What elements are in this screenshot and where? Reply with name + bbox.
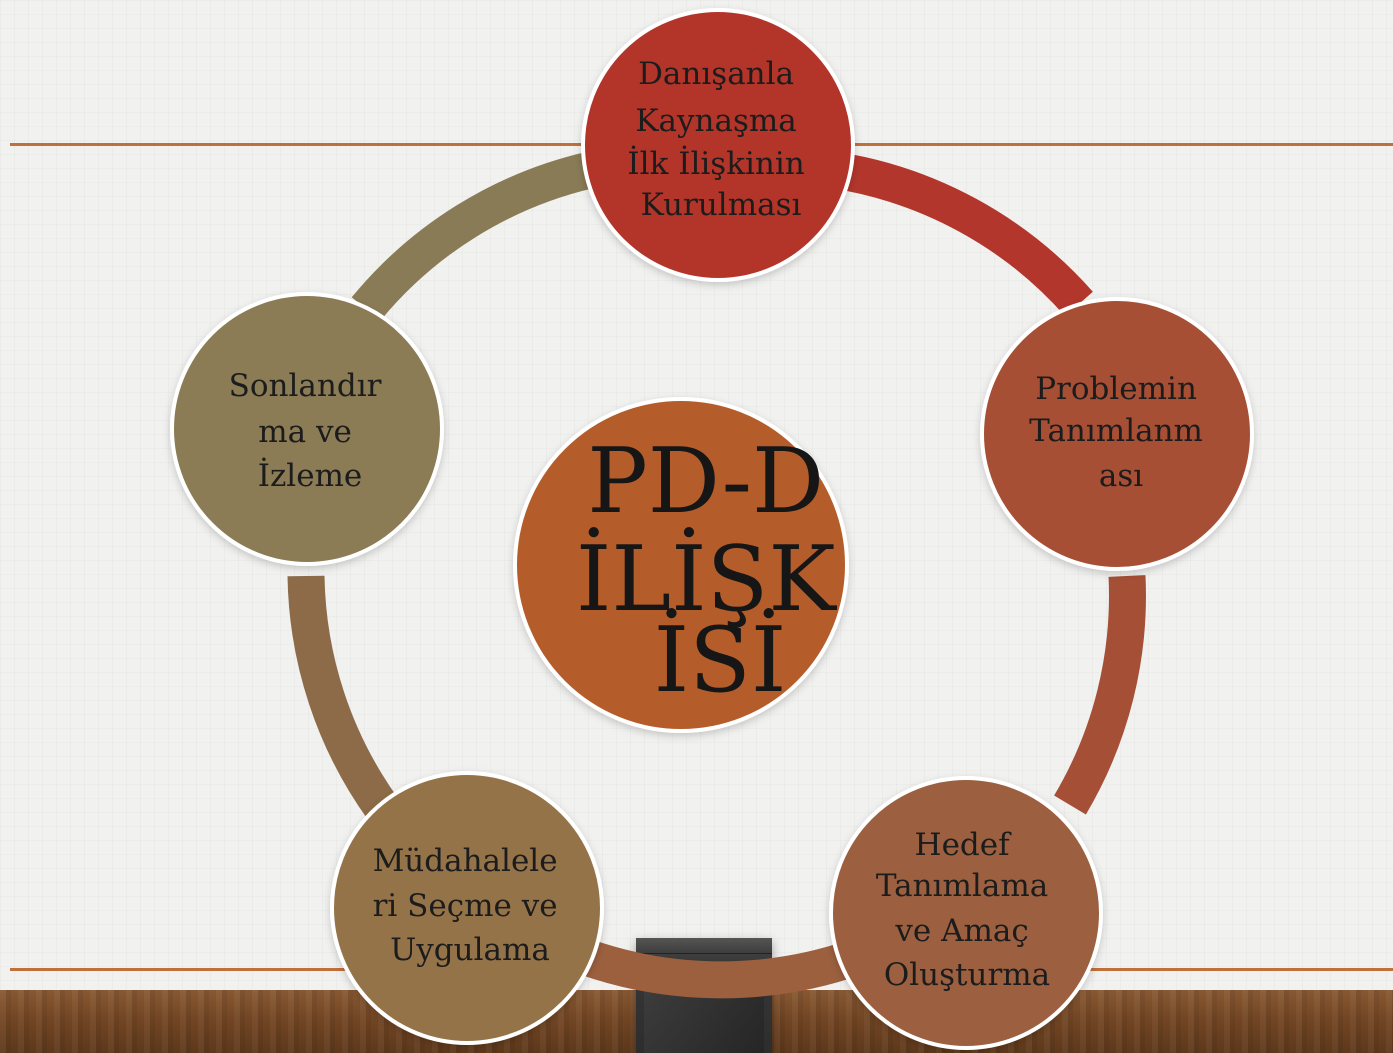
- node-right-line-3: ası: [1099, 458, 1143, 494]
- center-circle: [513, 397, 849, 733]
- node-left-circle: [170, 292, 444, 566]
- node-left-line-2: ma ve: [258, 414, 352, 450]
- node-bottom-right-line-3: ve Amaç: [894, 913, 1028, 949]
- node-left-label: Sonlandır ma ve İzleme: [229, 368, 392, 494]
- node-left-line-1: Sonlandır: [229, 368, 382, 404]
- node-top-label: Danışanla Kaynaşma İlk İlişkinin Kurulma…: [627, 56, 814, 223]
- node-right-label: Problemin Tanımlanm ası: [1029, 371, 1213, 494]
- center-node: PD-D İLİŞK İSİ: [513, 397, 864, 733]
- node-top-line-1: Danışanla: [638, 56, 794, 92]
- node-bottom-right: Hedef Tanımlama ve Amaç Oluşturma: [829, 776, 1103, 1050]
- center-line-1: PD-D: [587, 429, 824, 534]
- node-top-line-2: Kaynaşma: [635, 103, 796, 139]
- center-line-3: İSİ: [654, 608, 787, 713]
- node-top-circle: [581, 8, 855, 282]
- node-right: Problemin Tanımlanm ası: [980, 297, 1254, 571]
- node-bottom-right-line-4: Oluşturma: [884, 957, 1050, 993]
- node-left-line-3: İzleme: [258, 456, 363, 494]
- node-top: Danışanla Kaynaşma İlk İlişkinin Kurulma…: [581, 8, 855, 282]
- node-bottom-right-line-2: Tanımlama: [876, 868, 1048, 904]
- node-left: Sonlandır ma ve İzleme: [170, 292, 444, 566]
- ring-segment-bottom-left-to-left: [287, 575, 399, 820]
- node-right-line-1: Problemin: [1035, 371, 1197, 407]
- node-bottom-left-circle: [330, 771, 604, 1045]
- node-right-line-2: Tanımlanm: [1029, 413, 1203, 449]
- ring-segment-bottom-right-to-bottom-left: [579, 939, 863, 999]
- ring-segment-top-to-right: [831, 151, 1093, 317]
- node-bottom-left: Müdahalele ri Seçme ve Uygulama: [330, 771, 604, 1045]
- node-right-circle: [980, 297, 1254, 571]
- node-bottom-right-label: Hedef Tanımlama ve Amaç Oluşturma: [876, 827, 1058, 993]
- node-bottom-left-line-2: ri Seçme ve: [373, 888, 558, 924]
- center-label: PD-D İLİŞK İSİ: [576, 429, 864, 713]
- node-top-line-4: Kurulması: [641, 187, 802, 223]
- node-bottom-left-line-1: Müdahalele: [373, 843, 558, 879]
- cycle-ring: [287, 151, 1146, 999]
- node-bottom-right-circle: [829, 776, 1103, 1050]
- ring-segment-right-to-bottom-right: [1054, 575, 1146, 815]
- node-bottom-right-line-1: Hedef: [915, 827, 1013, 863]
- center-line-2: İLİŞK: [576, 527, 838, 632]
- node-bottom-left-label: Müdahalele ri Seçme ve Uygulama: [373, 843, 568, 968]
- node-bottom-left-line-3: Uygulama: [390, 932, 550, 968]
- ring-segment-left-to-top: [351, 151, 595, 321]
- node-top-line-3: İlk İlişkinin: [627, 144, 804, 182]
